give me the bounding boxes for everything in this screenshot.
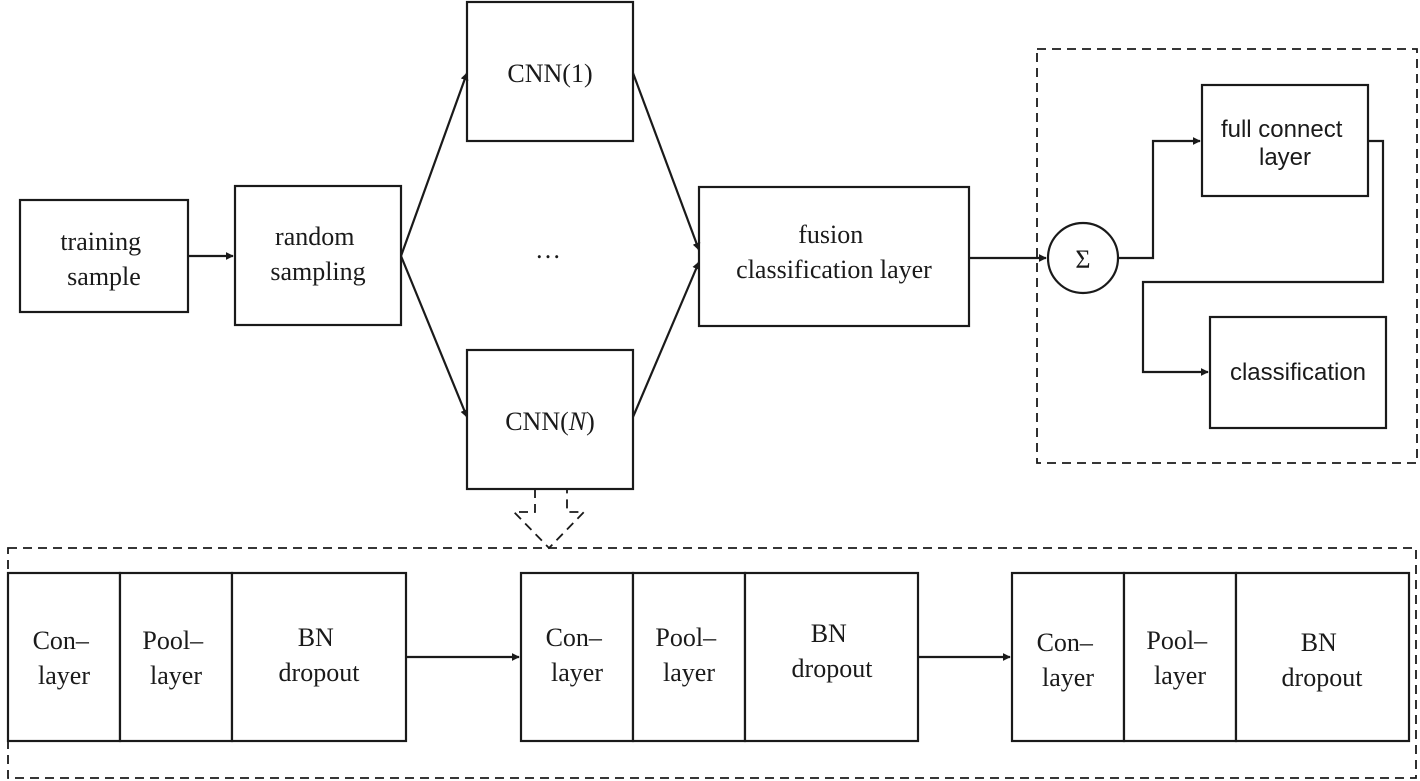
pool-layer-cell: [118, 571, 234, 743]
bn-dropout-label: BN dropout: [279, 623, 361, 687]
cnn-1-label: CNN(1): [507, 59, 592, 88]
pool-layer-cell: [631, 571, 747, 743]
pool-layer-cell: [1122, 571, 1238, 743]
bn-dropout-cell: [1234, 571, 1411, 743]
con-layer-cell: [6, 571, 122, 743]
con-layer-label: Con– layer: [546, 623, 609, 687]
con-layer-cell: [1010, 571, 1126, 743]
pool-layer-label: Pool– layer: [1146, 626, 1213, 690]
cnn-detail-container: [7, 547, 1417, 779]
expand-arrow: [511, 489, 587, 550]
output-stage-container: [1036, 48, 1418, 464]
cnn-block-3: Con– layer Pool– layer BN dropout: [1010, 571, 1411, 743]
random-sampling-box: [233, 184, 403, 327]
bn-dropout-label: BN dropout: [1282, 628, 1364, 692]
pool-layer-label: Pool– layer: [142, 626, 209, 690]
fusion-classification-box: [697, 185, 971, 328]
classification-box: [1208, 315, 1388, 430]
random-sampling-label: random sampling: [270, 222, 365, 286]
arrow-cnnn-to-fusion: [631, 261, 701, 418]
arrow-cnn1-to-fusion: [631, 72, 701, 251]
bn-dropout-cell: [230, 571, 408, 743]
arrow-sampling-to-cnn1: [399, 72, 469, 257]
ellipsis: …: [535, 235, 561, 264]
full-connect-label: full connect layer: [1221, 116, 1349, 171]
cnn-n-box: [465, 348, 635, 491]
cnn-block-1: Con– layer Pool– layer BN dropout: [6, 571, 408, 743]
training-sample-box: [18, 198, 190, 314]
bn-dropout-cell: [743, 571, 920, 743]
con-layer-label: Con– layer: [33, 626, 96, 690]
con-layer-cell: [519, 571, 635, 743]
arrow-sum-to-fullconnect: [1118, 137, 1201, 260]
sum-symbol: Σ: [1075, 245, 1090, 274]
full-connect-box: [1200, 83, 1370, 198]
arrow-sampling-to-cnnn: [399, 255, 469, 418]
con-layer-label: Con– layer: [1037, 628, 1100, 692]
classification-label: classification: [1230, 359, 1366, 386]
training-sample-label: training sample: [60, 227, 147, 291]
cnn-1-box: [465, 0, 635, 143]
cnn-block-2: Con– layer Pool– layer BN dropout: [519, 571, 920, 743]
arrow-fullconnect-to-classification: [1141, 139, 1385, 376]
fusion-classification-label: fusion classification layer: [736, 220, 932, 284]
pool-layer-label: Pool– layer: [655, 623, 722, 687]
cnn-n-label: CNN(N): [505, 407, 595, 436]
bn-dropout-label: BN dropout: [792, 619, 874, 683]
